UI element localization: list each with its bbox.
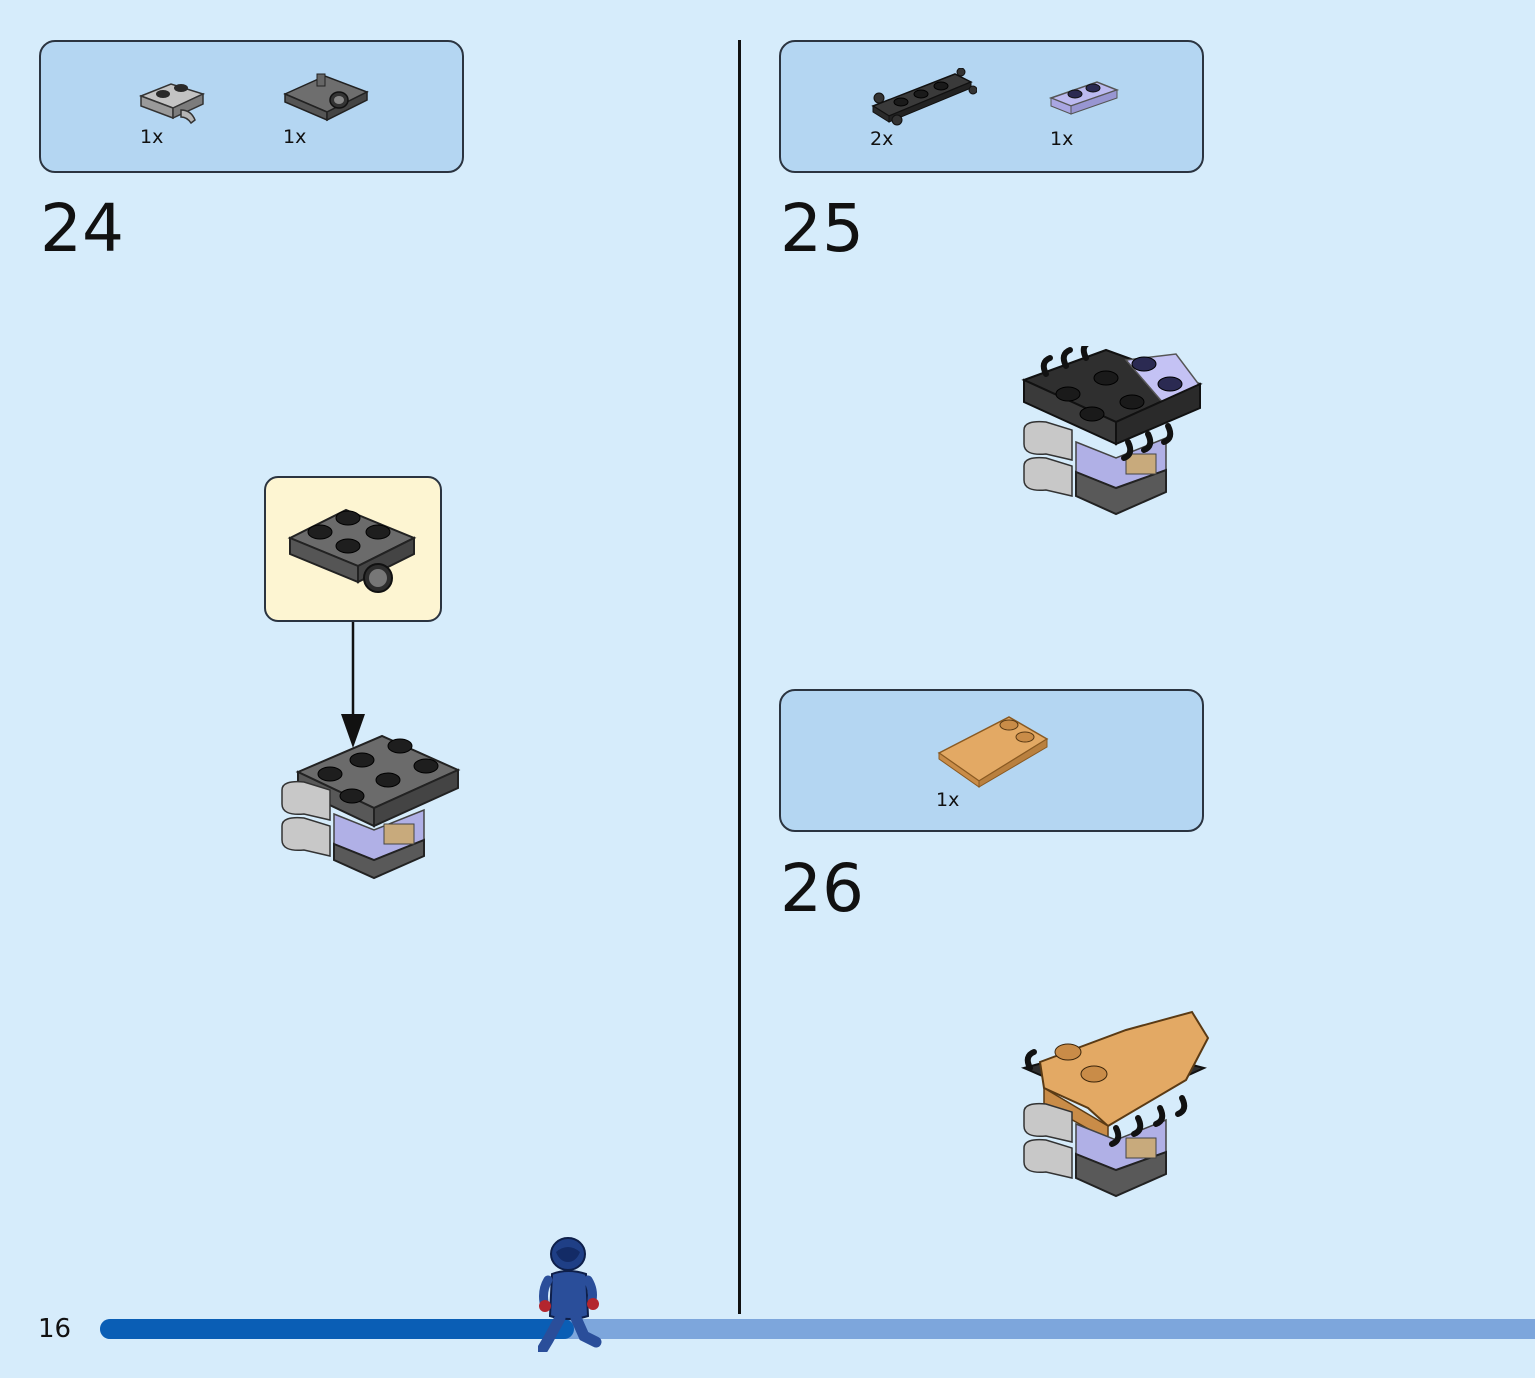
plate-with-pin-hole-icon xyxy=(283,73,369,122)
model-step-25 xyxy=(1021,346,1203,516)
progress-fill xyxy=(100,1319,574,1339)
page-number: 16 xyxy=(38,1314,72,1344)
sub-assembly-callout xyxy=(264,476,442,622)
model-step-24 xyxy=(281,734,461,880)
part-quantity: 1x xyxy=(1050,128,1074,150)
plate-2x2-with-pin-hole-icon xyxy=(287,508,417,593)
column-divider xyxy=(738,40,741,1314)
part-quantity: 1x xyxy=(936,789,960,811)
part-quantity: 2x xyxy=(870,128,894,150)
plate-with-clip-icon xyxy=(138,83,206,125)
step-number: 26 xyxy=(780,850,864,927)
minifigure-runner-icon xyxy=(538,1237,602,1352)
placement-arrow xyxy=(341,622,365,748)
step-number: 25 xyxy=(780,190,864,267)
parts-list-step-24: 1x 1x xyxy=(39,40,464,173)
parts-list-step-26: 1x xyxy=(779,689,1204,832)
step-number: 24 xyxy=(40,190,124,267)
part-quantity: 1x xyxy=(283,126,307,148)
model-step-26 xyxy=(1020,1010,1210,1198)
plate-1x4-with-clips-icon xyxy=(871,68,977,126)
parts-list-step-25: 2x 1x xyxy=(779,40,1204,173)
wedge-slope-pearl-gold-icon xyxy=(937,716,1049,788)
part-quantity: 1x xyxy=(140,126,164,148)
plate-1x2-trans-purple-icon xyxy=(1048,81,1120,115)
